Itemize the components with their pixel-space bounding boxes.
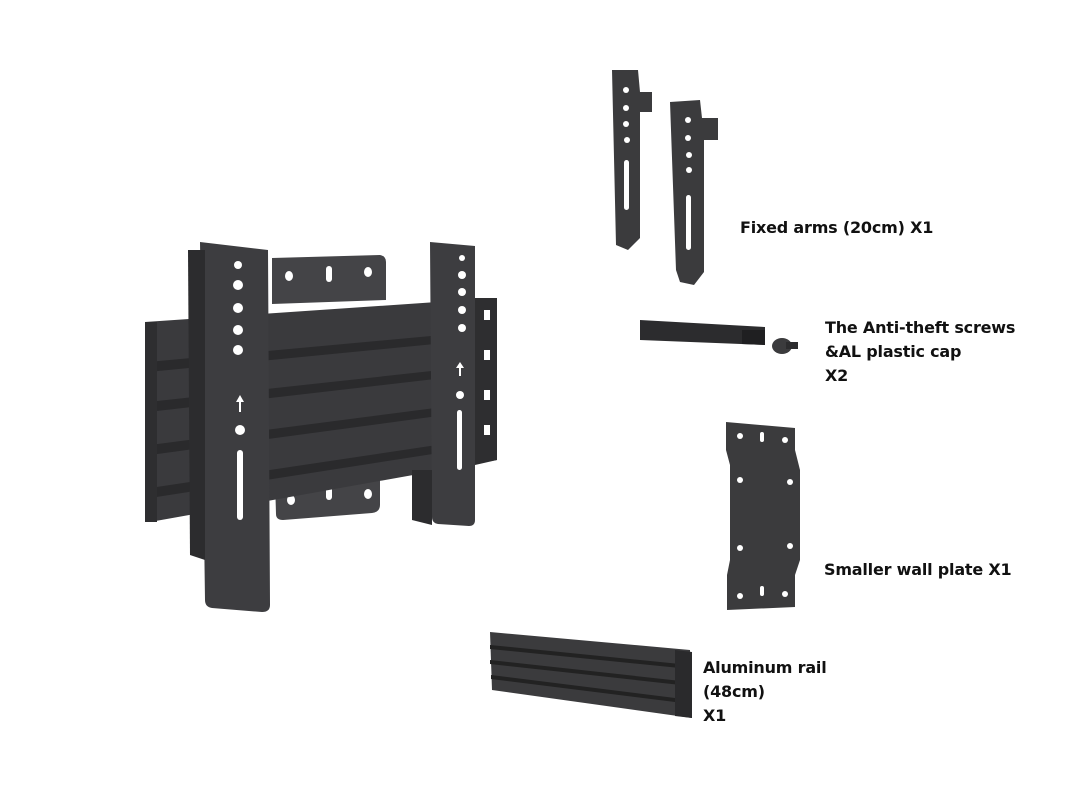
fixed-arms-text: Fixed arms (20cm) X1 xyxy=(740,218,934,237)
rail-label: Aluminum rail (48cm) X1 xyxy=(703,656,827,728)
antitheft-line-1: The Anti-theft screws xyxy=(825,318,1016,337)
rail-line-1: Aluminum rail xyxy=(703,658,827,677)
aluminum-rail xyxy=(490,632,692,718)
fixed-arms xyxy=(612,70,718,285)
antitheft-line-3: X2 xyxy=(825,366,849,385)
plastic-cap-and-screw xyxy=(640,320,798,354)
small-wall-plate xyxy=(726,422,800,610)
rail-line-2: (48cm) xyxy=(703,682,765,701)
assembled-bracket xyxy=(145,242,497,612)
rail-line-3: X1 xyxy=(703,706,727,725)
wall-plate-label: Smaller wall plate X1 xyxy=(824,558,1012,582)
antitheft-line-2: &AL plastic cap xyxy=(825,342,962,361)
fixed-arms-label: Fixed arms (20cm) X1 xyxy=(740,216,933,240)
wall-plate-text: Smaller wall plate X1 xyxy=(824,560,1012,579)
antitheft-label: The Anti-theft screws &AL plastic cap X2 xyxy=(825,316,1015,388)
